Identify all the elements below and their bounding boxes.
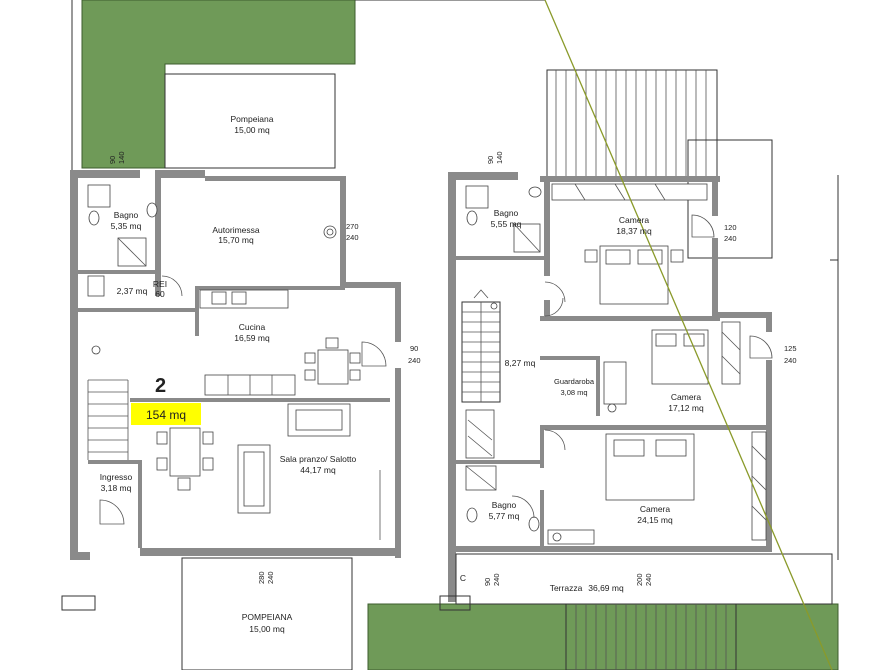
pompeiana-top-name: Pompeiana <box>230 114 273 124</box>
dim-ff-1a: 90 <box>486 156 495 164</box>
ripostiglio-area: 2,37 mq <box>117 286 148 296</box>
first-floor-furniture <box>461 183 773 545</box>
garden-bottom-right <box>367 603 839 670</box>
bagno-bottom-area: 5,77 mq <box>489 511 520 521</box>
stair-landing-bottom <box>439 595 471 611</box>
sala-area: 44,17 mq <box>300 465 336 475</box>
guardaroba-name: Guardaroba <box>554 377 595 386</box>
dim-gf-1a: 90 <box>108 156 117 164</box>
dim-ff-5b: 240 <box>644 573 653 586</box>
disimpegno-area: 8,27 mq <box>505 358 536 368</box>
rei-value: 60 <box>155 289 165 299</box>
bagno-top-area: 5,55 mq <box>491 219 522 229</box>
autorimessa-name: Autorimessa <box>212 225 260 235</box>
dim-gf-3a: 90 <box>410 344 418 353</box>
sala-name: Sala pranzo/ Salotto <box>280 454 357 464</box>
first-floor-labels: Bagno 5,55 mq Camera 18,37 mq 8,27 mq Gu… <box>460 151 797 593</box>
terrazza-area: 36,69 mq <box>588 583 624 593</box>
c-label: C <box>460 573 466 583</box>
ground-floor-walls <box>70 170 401 560</box>
unit-area: 154 mq <box>146 408 186 422</box>
bagno-ground-name: Bagno <box>114 210 139 220</box>
camera1-area: 18,37 mq <box>616 226 652 236</box>
lot-boundary <box>61 0 839 611</box>
dim-ff-3b: 240 <box>784 356 797 365</box>
balcony-bottom-grid <box>565 603 737 670</box>
dim-ff-4b: 240 <box>492 573 501 586</box>
pompeiana-top-area: 15,00 mq <box>234 125 270 135</box>
pompeiana-bottom-structure <box>181 557 353 670</box>
first-floor-walls <box>448 172 772 602</box>
pompeiana-bottom-name: POMPEIANA <box>242 612 293 622</box>
ingresso-name: Ingresso <box>100 472 133 482</box>
camera3-area: 24,15 mq <box>637 515 673 525</box>
dim-gf-2b: 240 <box>346 233 359 242</box>
cucina-name: Cucina <box>239 322 266 332</box>
diagonal-boundary-line <box>544 0 833 670</box>
camera2-area: 17,12 mq <box>668 403 704 413</box>
dim-gf-4b: 240 <box>266 571 275 584</box>
dim-ff-3a: 125 <box>784 344 797 353</box>
unit-area-highlight <box>131 403 201 425</box>
dim-ff-4a: 90 <box>483 578 492 586</box>
rei-label: REI <box>153 279 167 289</box>
autorimessa-area: 15,70 mq <box>218 235 254 245</box>
dim-gf-4a: 280 <box>257 571 266 584</box>
garden-top-left <box>81 0 356 169</box>
dim-gf-2a: 270 <box>346 222 359 231</box>
dim-gf-1b: 140 <box>117 151 126 164</box>
bagno-ground-area: 5,35 mq <box>111 221 142 231</box>
dim-ff-5a: 200 <box>635 573 644 586</box>
camera1-name: Camera <box>619 215 650 225</box>
ingresso-area: 3,18 mq <box>101 483 132 493</box>
terrazza-name: Terrazza <box>550 583 583 593</box>
dim-ff-2b: 240 <box>724 234 737 243</box>
camera2-name: Camera <box>671 392 702 402</box>
pompeiana-top-structure <box>164 73 336 169</box>
bagno-bottom-name: Bagno <box>492 500 517 510</box>
unit-number: 2 <box>155 375 166 397</box>
balcony-top-grid <box>546 69 773 259</box>
guardaroba-area: 3,08 mq <box>560 388 587 397</box>
dim-ff-1b: 140 <box>495 151 504 164</box>
dim-ff-2a: 120 <box>724 223 737 232</box>
dim-gf-3b: 240 <box>408 356 421 365</box>
ground-floor-labels: Pompeiana 15,00 mq Bagno 5,35 mq Autorim… <box>100 114 421 634</box>
pompeiana-bottom-area: 15,00 mq <box>249 624 285 634</box>
camera3-name: Camera <box>640 504 671 514</box>
bagno-top-name: Bagno <box>494 208 519 218</box>
ground-floor-furniture <box>87 184 387 540</box>
cucina-area: 16,59 mq <box>234 333 270 343</box>
